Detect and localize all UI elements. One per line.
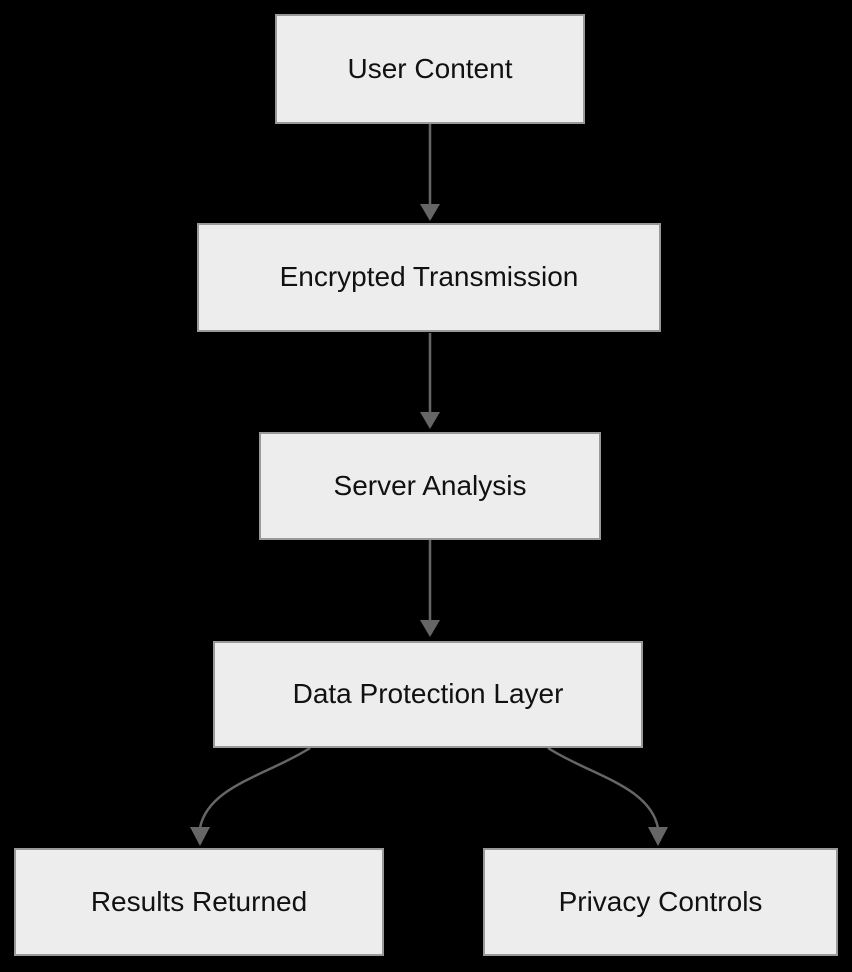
node-label: Encrypted Transmission: [279, 261, 579, 293]
arrowhead-icon: [420, 204, 440, 221]
node-encrypted-transmission: Encrypted Transmission: [197, 223, 661, 332]
node-server-analysis: Server Analysis: [259, 432, 601, 540]
node-privacy-controls: Privacy Controls: [483, 848, 838, 956]
arrowhead-icon: [648, 827, 668, 846]
arrowhead-icon: [420, 620, 440, 637]
node-label: User Content: [347, 52, 513, 84]
edge-data-protection-to-privacy-controls: [547, 746, 660, 829]
node-user-content: User Content: [275, 14, 585, 124]
node-label: Results Returned: [90, 885, 308, 917]
arrowhead-icon: [190, 827, 210, 846]
node-data-protection-layer: Data Protection Layer: [213, 641, 643, 748]
arrowhead-icon: [420, 412, 440, 429]
node-label: Data Protection Layer: [292, 678, 564, 710]
edge-data-protection-to-results-returned: [198, 746, 311, 829]
node-label: Privacy Controls: [558, 885, 763, 917]
node-label: Server Analysis: [333, 469, 527, 501]
node-results-returned: Results Returned: [14, 848, 384, 956]
